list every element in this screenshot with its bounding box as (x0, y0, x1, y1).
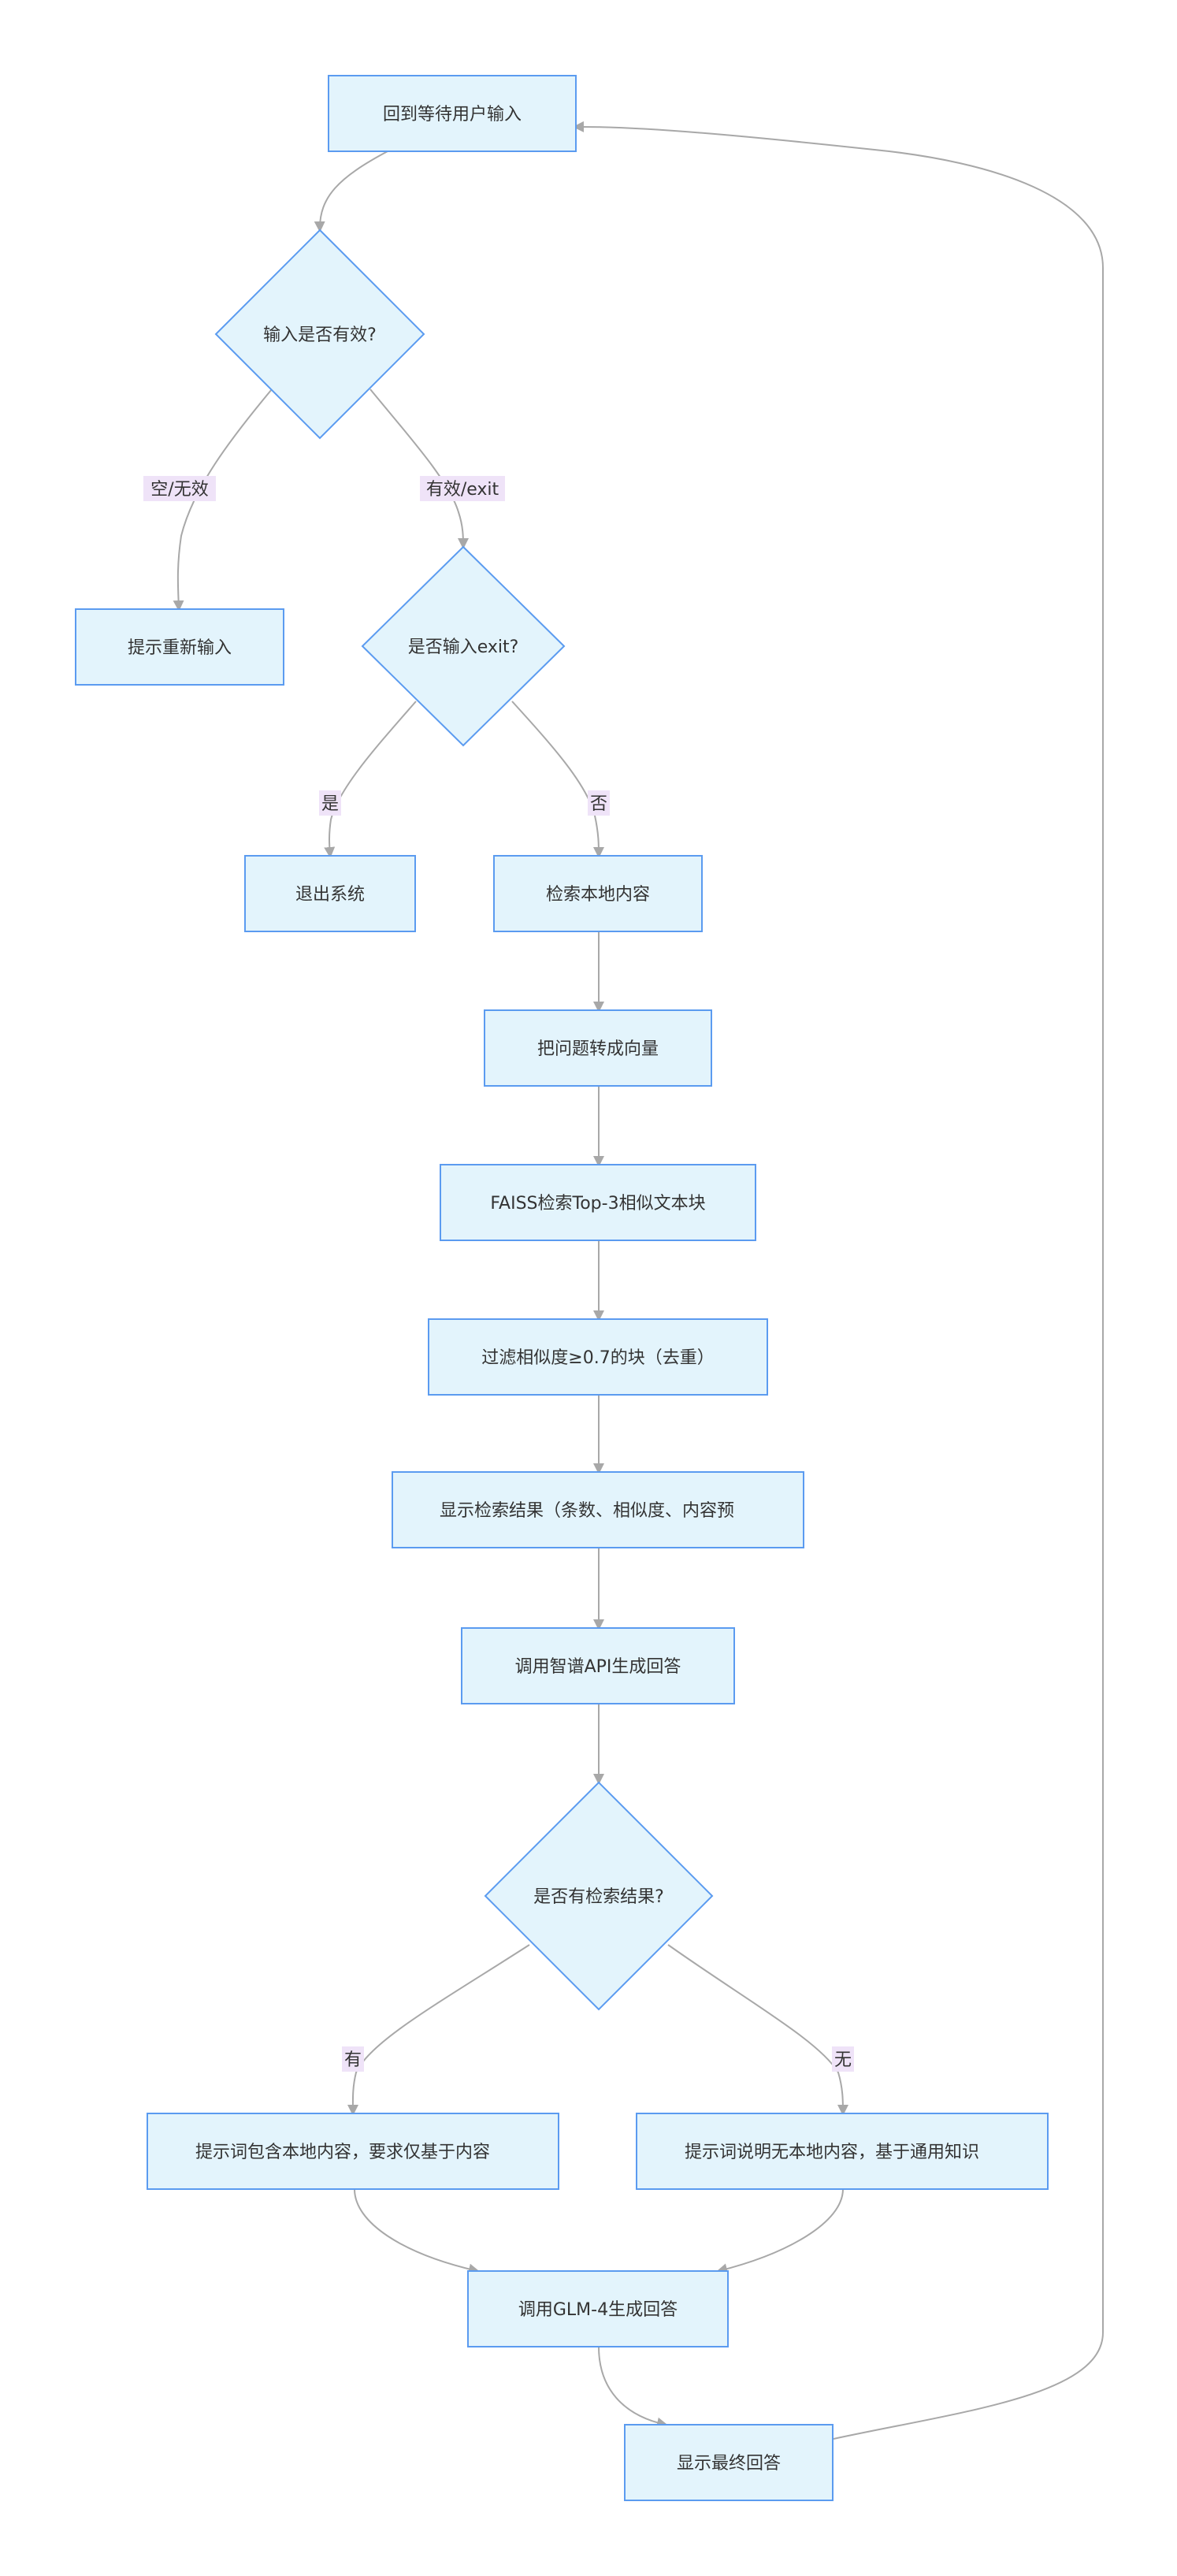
edge-label-valid-exit: 有效/exit (420, 476, 505, 501)
svg-text:空/无效: 空/无效 (150, 480, 208, 500)
edge-local-to-glm4 (354, 2188, 480, 2275)
edge-exitcheck-to-retrieve (511, 701, 604, 858)
svg-text:提示词说明无本地内容，基于通用知识: 提示词说明无本地内容，基于通用知识 (685, 2143, 979, 2162)
edge-hasresults-to-none (667, 1944, 848, 2116)
node-is-exit[interactable]: 是否输入exit? (361, 545, 566, 747)
edge-label-no: 否 (588, 790, 610, 816)
node-faiss-search[interactable]: FAISS检索Top-3相似文本块 (440, 1164, 756, 1241)
svg-text:检索本地内容: 检索本地内容 (546, 885, 650, 905)
edge-none-to-glm4 (716, 2188, 844, 2275)
svg-text:把问题转成向量: 把问题转成向量 (537, 1039, 659, 1059)
svg-text:回到等待用户输入: 回到等待用户输入 (383, 105, 522, 125)
svg-text:提示词包含本地内容，要求仅基于内容: 提示词包含本地内容，要求仅基于内容 (195, 2143, 490, 2162)
node-to-vector[interactable]: 把问题转成向量 (484, 1009, 712, 1087)
edge-valid-to-exitcheck (369, 388, 469, 549)
edge-label-has: 有 (342, 2046, 364, 2072)
svg-text:显示最终回答: 显示最终回答 (677, 2454, 781, 2474)
svg-text:无: 无 (834, 2050, 852, 2070)
edge-exitcheck-to-exit (324, 701, 417, 858)
node-prompt-no-local[interactable]: 提示词说明无本地内容，基于通用知识 (636, 2113, 1049, 2190)
svg-text:有: 有 (344, 2050, 362, 2070)
svg-text:否: 否 (590, 794, 607, 814)
svg-text:调用GLM-4生成回答: 调用GLM-4生成回答 (518, 2300, 678, 2320)
edge-valid-to-reinput (173, 388, 273, 611)
node-filter-similarity[interactable]: 过滤相似度≥0.7的块（去重） (428, 1318, 768, 1396)
svg-text:过滤相似度≥0.7的块（去重）: 过滤相似度≥0.7的块（去重） (481, 1348, 714, 1368)
node-show-final[interactable]: 显示最终回答 (624, 2424, 834, 2501)
edge-hasresults-to-local (347, 1944, 530, 2116)
edge-final-to-wait (573, 121, 1104, 2440)
svg-text:调用智谱API生成回答: 调用智谱API生成回答 (515, 1657, 681, 1677)
edge-label-empty-invalid: 空/无效 (143, 476, 216, 501)
svg-text:显示检索结果（条数、相似度、内容预: 显示检索结果（条数、相似度、内容预 (440, 1501, 734, 1521)
svg-text:有效/exit: 有效/exit (426, 480, 499, 500)
edge-label-none: 无 (832, 2046, 854, 2072)
node-input-valid[interactable]: 输入是否有效? (214, 229, 425, 440)
node-back-to-wait[interactable]: 回到等待用户输入 (328, 75, 577, 152)
node-call-glm4[interactable]: 调用GLM-4生成回答 (467, 2270, 729, 2347)
edges (173, 121, 1104, 2440)
svg-text:是否有检索结果?: 是否有检索结果? (533, 1887, 664, 1907)
svg-text:是: 是 (321, 794, 339, 814)
svg-text:提示重新输入: 提示重新输入 (128, 638, 232, 658)
edge-wait-to-valid (314, 151, 388, 232)
node-show-results[interactable]: 显示检索结果（条数、相似度、内容预 (392, 1471, 804, 1548)
node-prompt-with-local[interactable]: 提示词包含本地内容，要求仅基于内容 (147, 2113, 559, 2190)
svg-text:退出系统: 退出系统 (295, 885, 365, 905)
node-has-results[interactable]: 是否有检索结果? (484, 1781, 714, 2011)
node-exit-system[interactable]: 退出系统 (244, 855, 416, 932)
node-retrieve-local[interactable]: 检索本地内容 (493, 855, 703, 932)
edge-label-yes: 是 (319, 790, 341, 816)
nodes: 回到等待用户输入 输入是否有效? 提示重新输入 是否输入exit? 退出系统 检… (75, 75, 1049, 2501)
node-prompt-reinput[interactable]: 提示重新输入 (75, 608, 284, 686)
svg-text:输入是否有效?: 输入是否有效? (263, 325, 377, 345)
node-call-zhipu[interactable]: 调用智谱API生成回答 (461, 1627, 735, 1704)
edge-labels: 空/无效 有效/exit 是 否 有 无 (143, 476, 854, 2072)
svg-text:FAISS检索Top-3相似文本块: FAISS检索Top-3相似文本块 (490, 1194, 705, 1214)
edge-glm4-to-final (598, 2346, 668, 2429)
svg-text:是否输入exit?: 是否输入exit? (408, 637, 519, 657)
